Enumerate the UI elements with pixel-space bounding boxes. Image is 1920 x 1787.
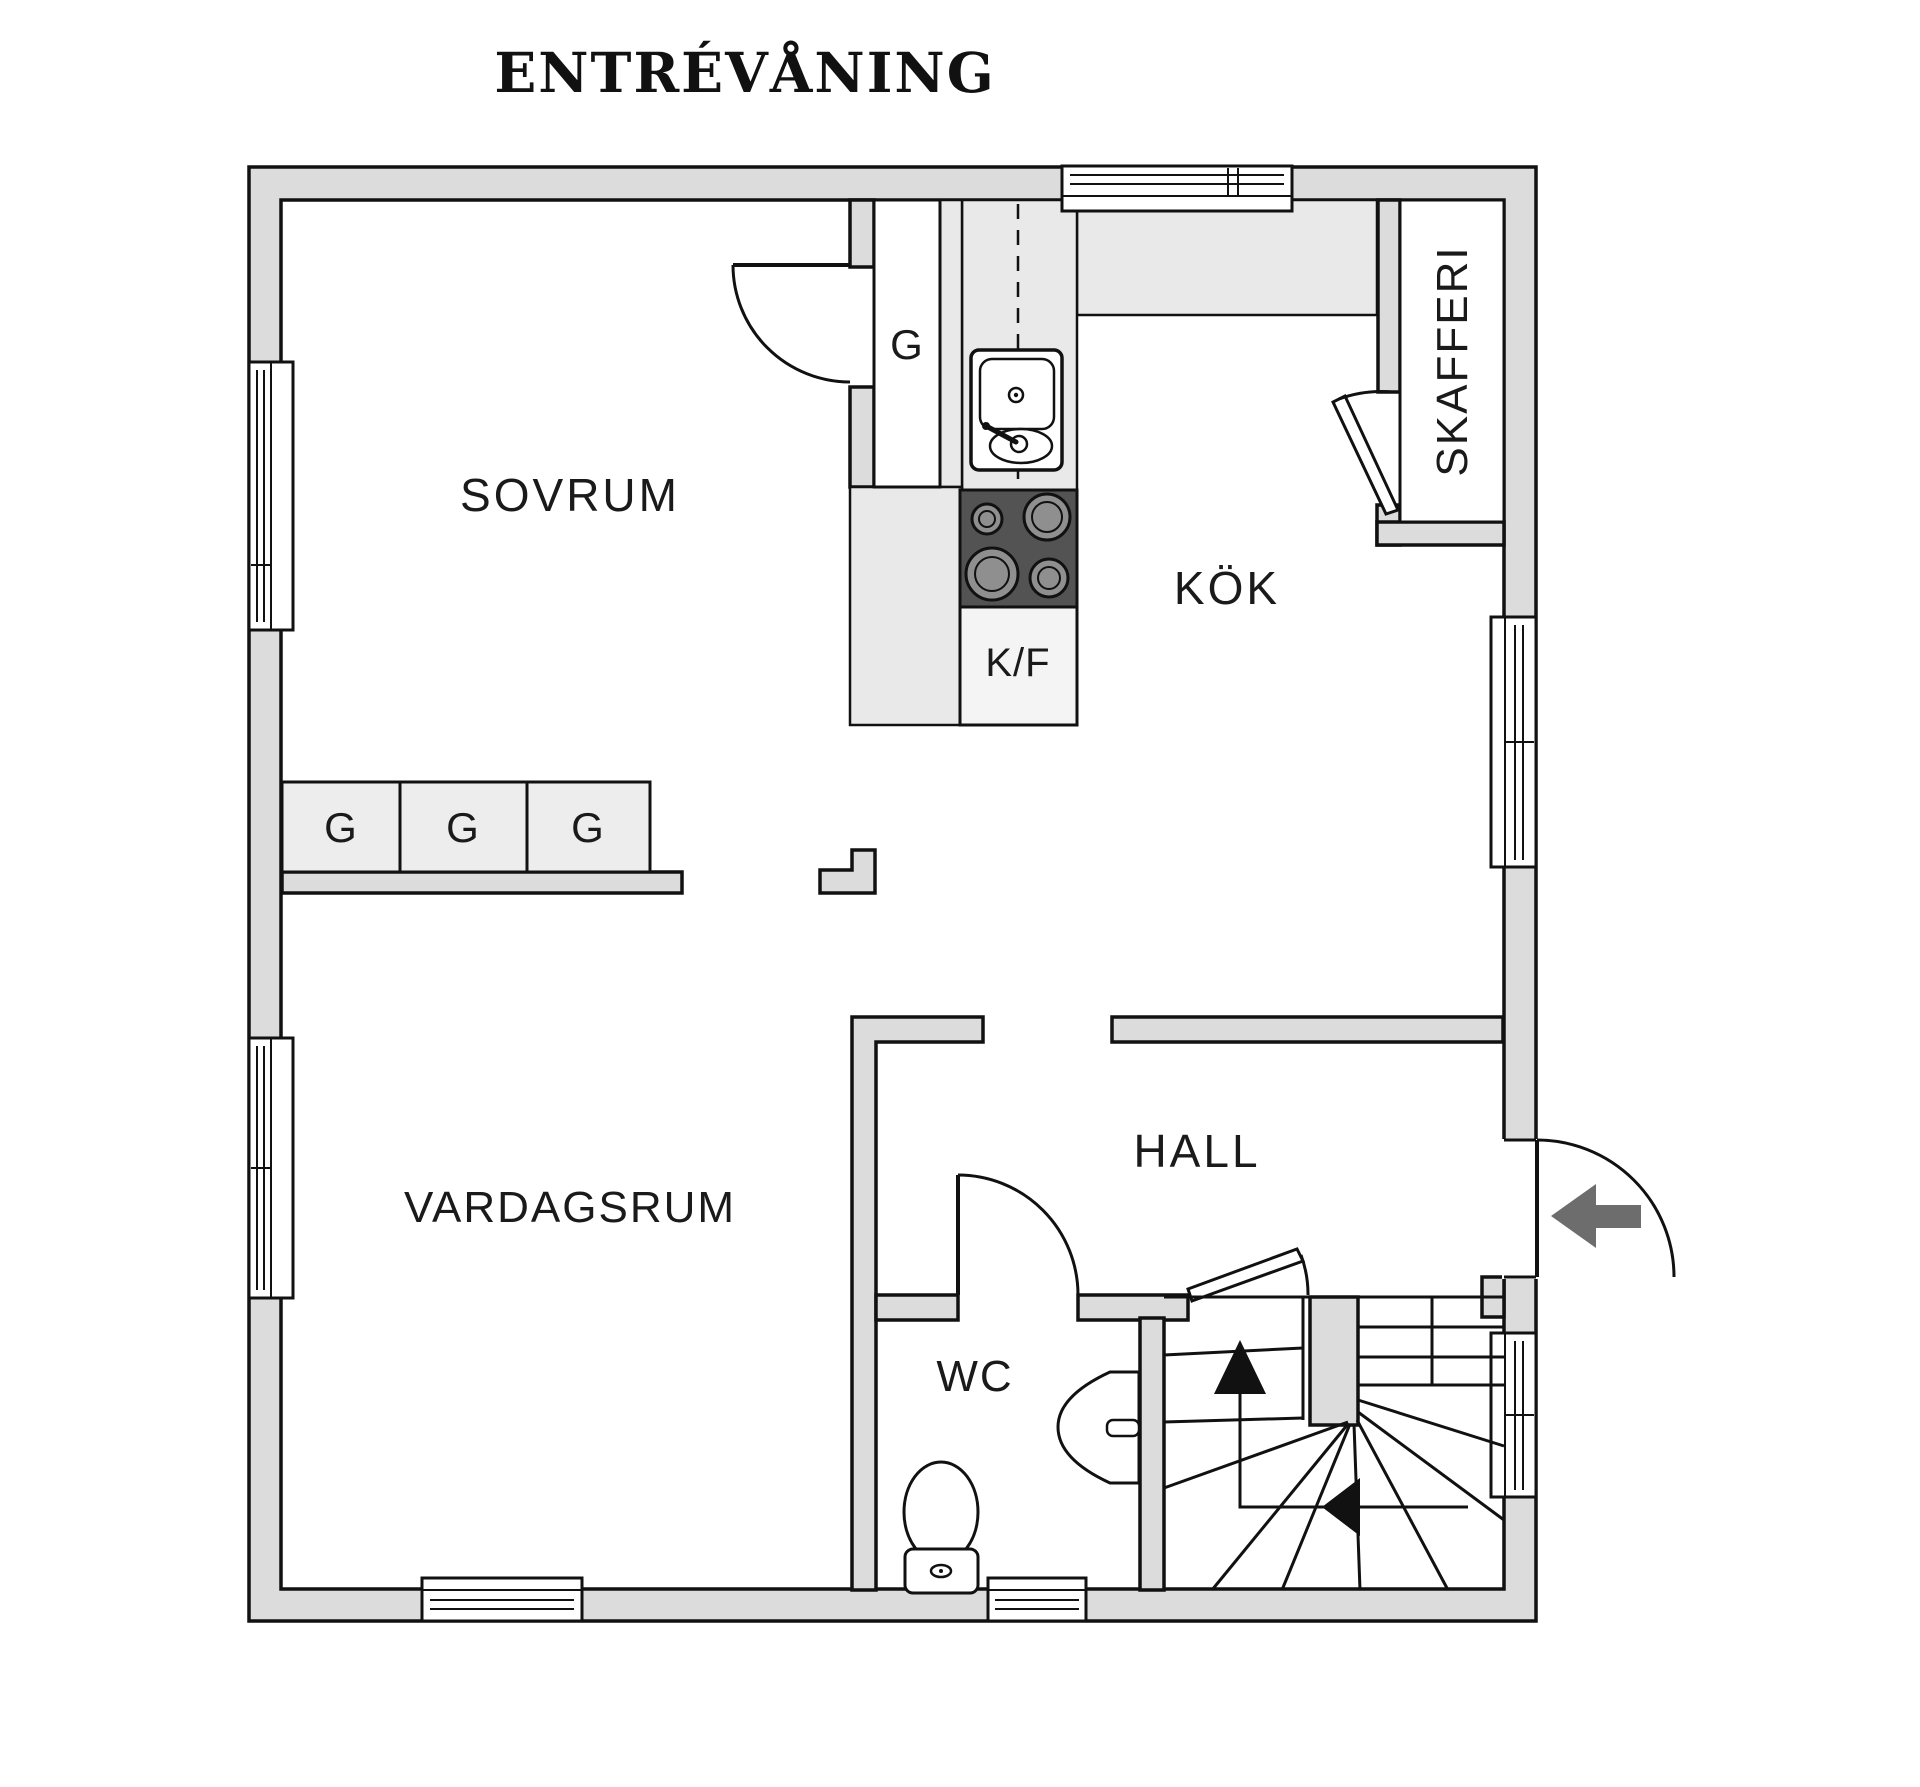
label-wc: WC [936,1352,1013,1401]
toilet-icon [902,1460,980,1595]
door-stairs [1186,1247,1310,1303]
counter-strip [938,198,964,489]
door-wc [956,1173,1080,1296]
stair-door-leaf [1186,1247,1306,1303]
stair-direction-arrow [1214,1340,1468,1536]
label-fridge-freezer: K/F [985,641,1050,685]
skafferi-room [1398,198,1506,524]
wardrobe-2 [398,780,529,874]
label-wardrobe-3: G [571,804,605,851]
label-kok: KÖK [1174,562,1280,614]
label-wardrobe-kitchen: G [890,321,924,368]
label-wardrobe-2: G [446,804,480,851]
window-vardagsrum-south [420,1576,584,1623]
wall-wc-north-right [1076,1293,1190,1322]
skafferi-door-swing-arc [1338,390,1393,401]
staircase [1163,1295,1505,1591]
sovrum-door-swing-arc [731,264,851,384]
window-sovrum-west [247,360,295,632]
fridge-freezer [958,605,1079,727]
window-wc-south [986,1576,1088,1623]
label-vardagsrum: VARDAGSRUM [404,1183,736,1232]
wall-sovrum-kitchen-upper [848,198,876,269]
label-skafferi: SKAFFERI [1428,245,1477,476]
door-sovrum [731,263,851,384]
counter-north [1075,198,1379,317]
page-title: ENTRÉVÅNING [494,40,995,105]
window-kok-east [1489,615,1538,869]
counter-lower [848,485,964,727]
entry-door-swing-arc [1536,1138,1676,1278]
wall-sovrum-vardagsrum [280,870,684,895]
wall-stub-center [818,848,877,895]
entry-door [1502,1138,1676,1279]
wall-stair-newel [1308,1295,1360,1427]
window-kitchen-north [1060,164,1294,213]
label-sovrum: SOVRUM [460,469,680,521]
window-stair-east [1489,1331,1538,1499]
wc-door-swing-arc [957,1173,1080,1296]
wardrobe-kitchen [872,198,942,489]
stove-icon [958,488,1079,609]
stair-door-swing-arc [1299,1254,1310,1296]
kitchen-counters [848,198,1379,727]
door-skafferi [1331,390,1401,516]
wall-wc-stair [1138,1316,1166,1592]
wall-hall-west [850,1015,985,1592]
kitchen-sink-icon [969,348,1064,472]
label-wardrobe-1: G [324,804,358,851]
skafferi-door-leaf [1331,393,1401,516]
interior-walls [280,198,1506,1592]
label-hall: HALL [1133,1125,1260,1177]
wardrobe-row [280,780,652,874]
wall-sovrum-kitchen-lower [848,385,876,489]
wall-kitchen-hall [1110,1015,1505,1044]
wall-skafferi-south [1375,520,1506,547]
wall-wc-north-left [874,1293,960,1322]
window-vardagsrum-west [247,1036,295,1300]
washbasin-icon [1056,1370,1141,1485]
wall-skafferi-west [1376,198,1402,394]
entry-arrow-icon [1551,1184,1641,1248]
wardrobe-3 [525,780,652,874]
